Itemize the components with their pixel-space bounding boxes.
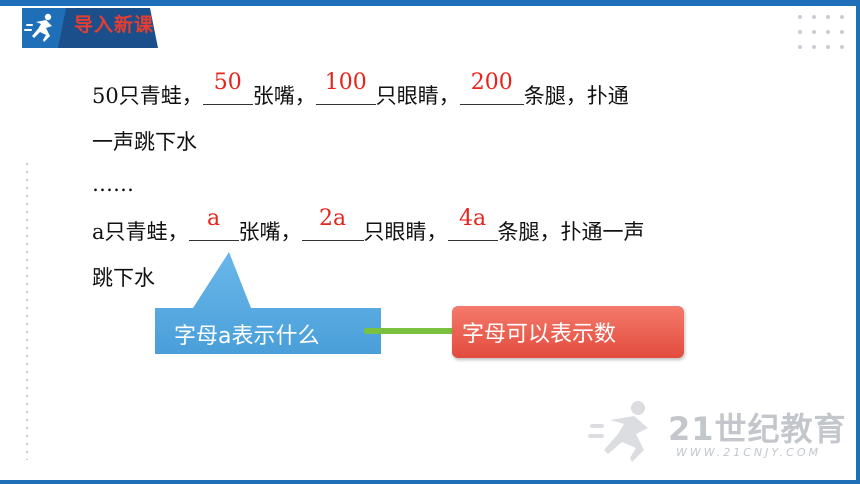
answer-eyes-100: 100 (324, 70, 367, 95)
ellipsis-line: …… (92, 172, 134, 196)
blank-eyes-2a: 2a (301, 206, 364, 241)
line1-part4: 条腿，扑通 (523, 84, 629, 108)
answer-mouths-50: 50 (213, 70, 242, 95)
blank-mouths-50: 50 (202, 70, 253, 105)
right-border (856, 0, 860, 484)
blank-legs-4a: 4a (447, 206, 498, 241)
question-callout (155, 252, 381, 354)
blank-legs-200: 200 (459, 70, 524, 105)
line4-part2: 张嘴， (238, 220, 302, 244)
section-title: 导入新课 (74, 14, 155, 36)
watermark-site: WWW.21CNJY.COM (676, 446, 822, 459)
watermark-logo (588, 401, 648, 462)
line4-part1: a只青蛙， (92, 220, 189, 244)
blank-mouths-a: a (188, 206, 239, 241)
connector-bar (364, 328, 456, 334)
answer-eyes-2a: 2a (318, 206, 347, 231)
text-line-5: 跳下水 (92, 266, 155, 290)
line4-part4: 条腿，扑通一声 (497, 220, 645, 244)
dotted-line-decoration (26, 160, 28, 460)
blank-eyes-100: 100 (315, 70, 376, 105)
text-line-4: a只青蛙， a 张嘴， 2a 只眼睛， 4a 条腿，扑通一声 (92, 206, 645, 246)
text-line-2: 一声跳下水 (92, 130, 197, 154)
line4-part3: 只眼睛， (363, 220, 448, 244)
answer-callout (452, 306, 684, 358)
line1-part1: 50只青蛙， (92, 84, 203, 108)
question-text: 字母a表示什么 (174, 324, 320, 349)
answer-legs-4a: 4a (458, 206, 487, 231)
text-line-1: 50只青蛙， 50 张嘴， 100 只眼睛， 200 条腿，扑通 (92, 70, 629, 110)
dot-grid-decoration (798, 15, 844, 49)
watermark-runner-icon (588, 401, 648, 462)
answer-legs-200: 200 (470, 70, 513, 95)
bottom-border (0, 480, 860, 484)
header-badge (22, 8, 158, 48)
line1-part2: 张嘴， (252, 84, 316, 108)
top-border (0, 0, 860, 6)
line1-part3: 只眼睛， (375, 84, 460, 108)
answer-mouths-a: a (206, 206, 221, 231)
watermark-brand: 21世纪教育 (668, 410, 847, 448)
runner-icon (24, 13, 52, 42)
answer-text: 字母可以表示数 (462, 322, 617, 347)
